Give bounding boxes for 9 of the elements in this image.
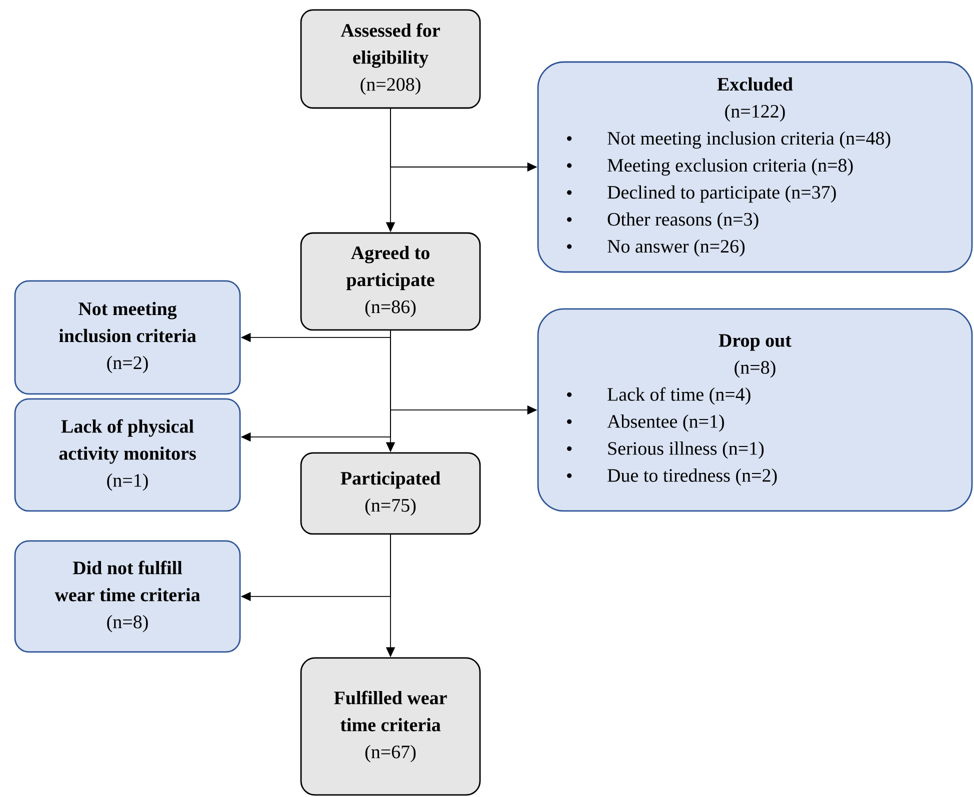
exclusion-box: Excluded (n=122) Not meeting inclusion criteria (n=48) Meeting exclusion criteria (n=8) Declined to participate (n=37) Other reasons (n=3) No answer (n=26) (537, 61, 973, 273)
exclusion-box: Did not fulfill wear time criteria (n=8) (14, 540, 241, 653)
exclusion-box: Drop out (n=8) Lack of time (n=4) Absentee (n=1) Serious illness (n=1) Due to tiredness (n=2) (537, 308, 973, 512)
process-box: Fulfilled wear time criteria (n=67) (300, 657, 481, 796)
process-box: Agreed to participate (n=86) (300, 232, 481, 331)
exclusion-box: Not meeting inclusion criteria (n=2) (14, 280, 241, 395)
process-box: Participated (n=75) (300, 452, 481, 535)
process-box: Assessed for eligibility (n=208) (300, 9, 481, 109)
exclusion-box: Lack of physical activity monitors (n=1) (14, 398, 241, 512)
